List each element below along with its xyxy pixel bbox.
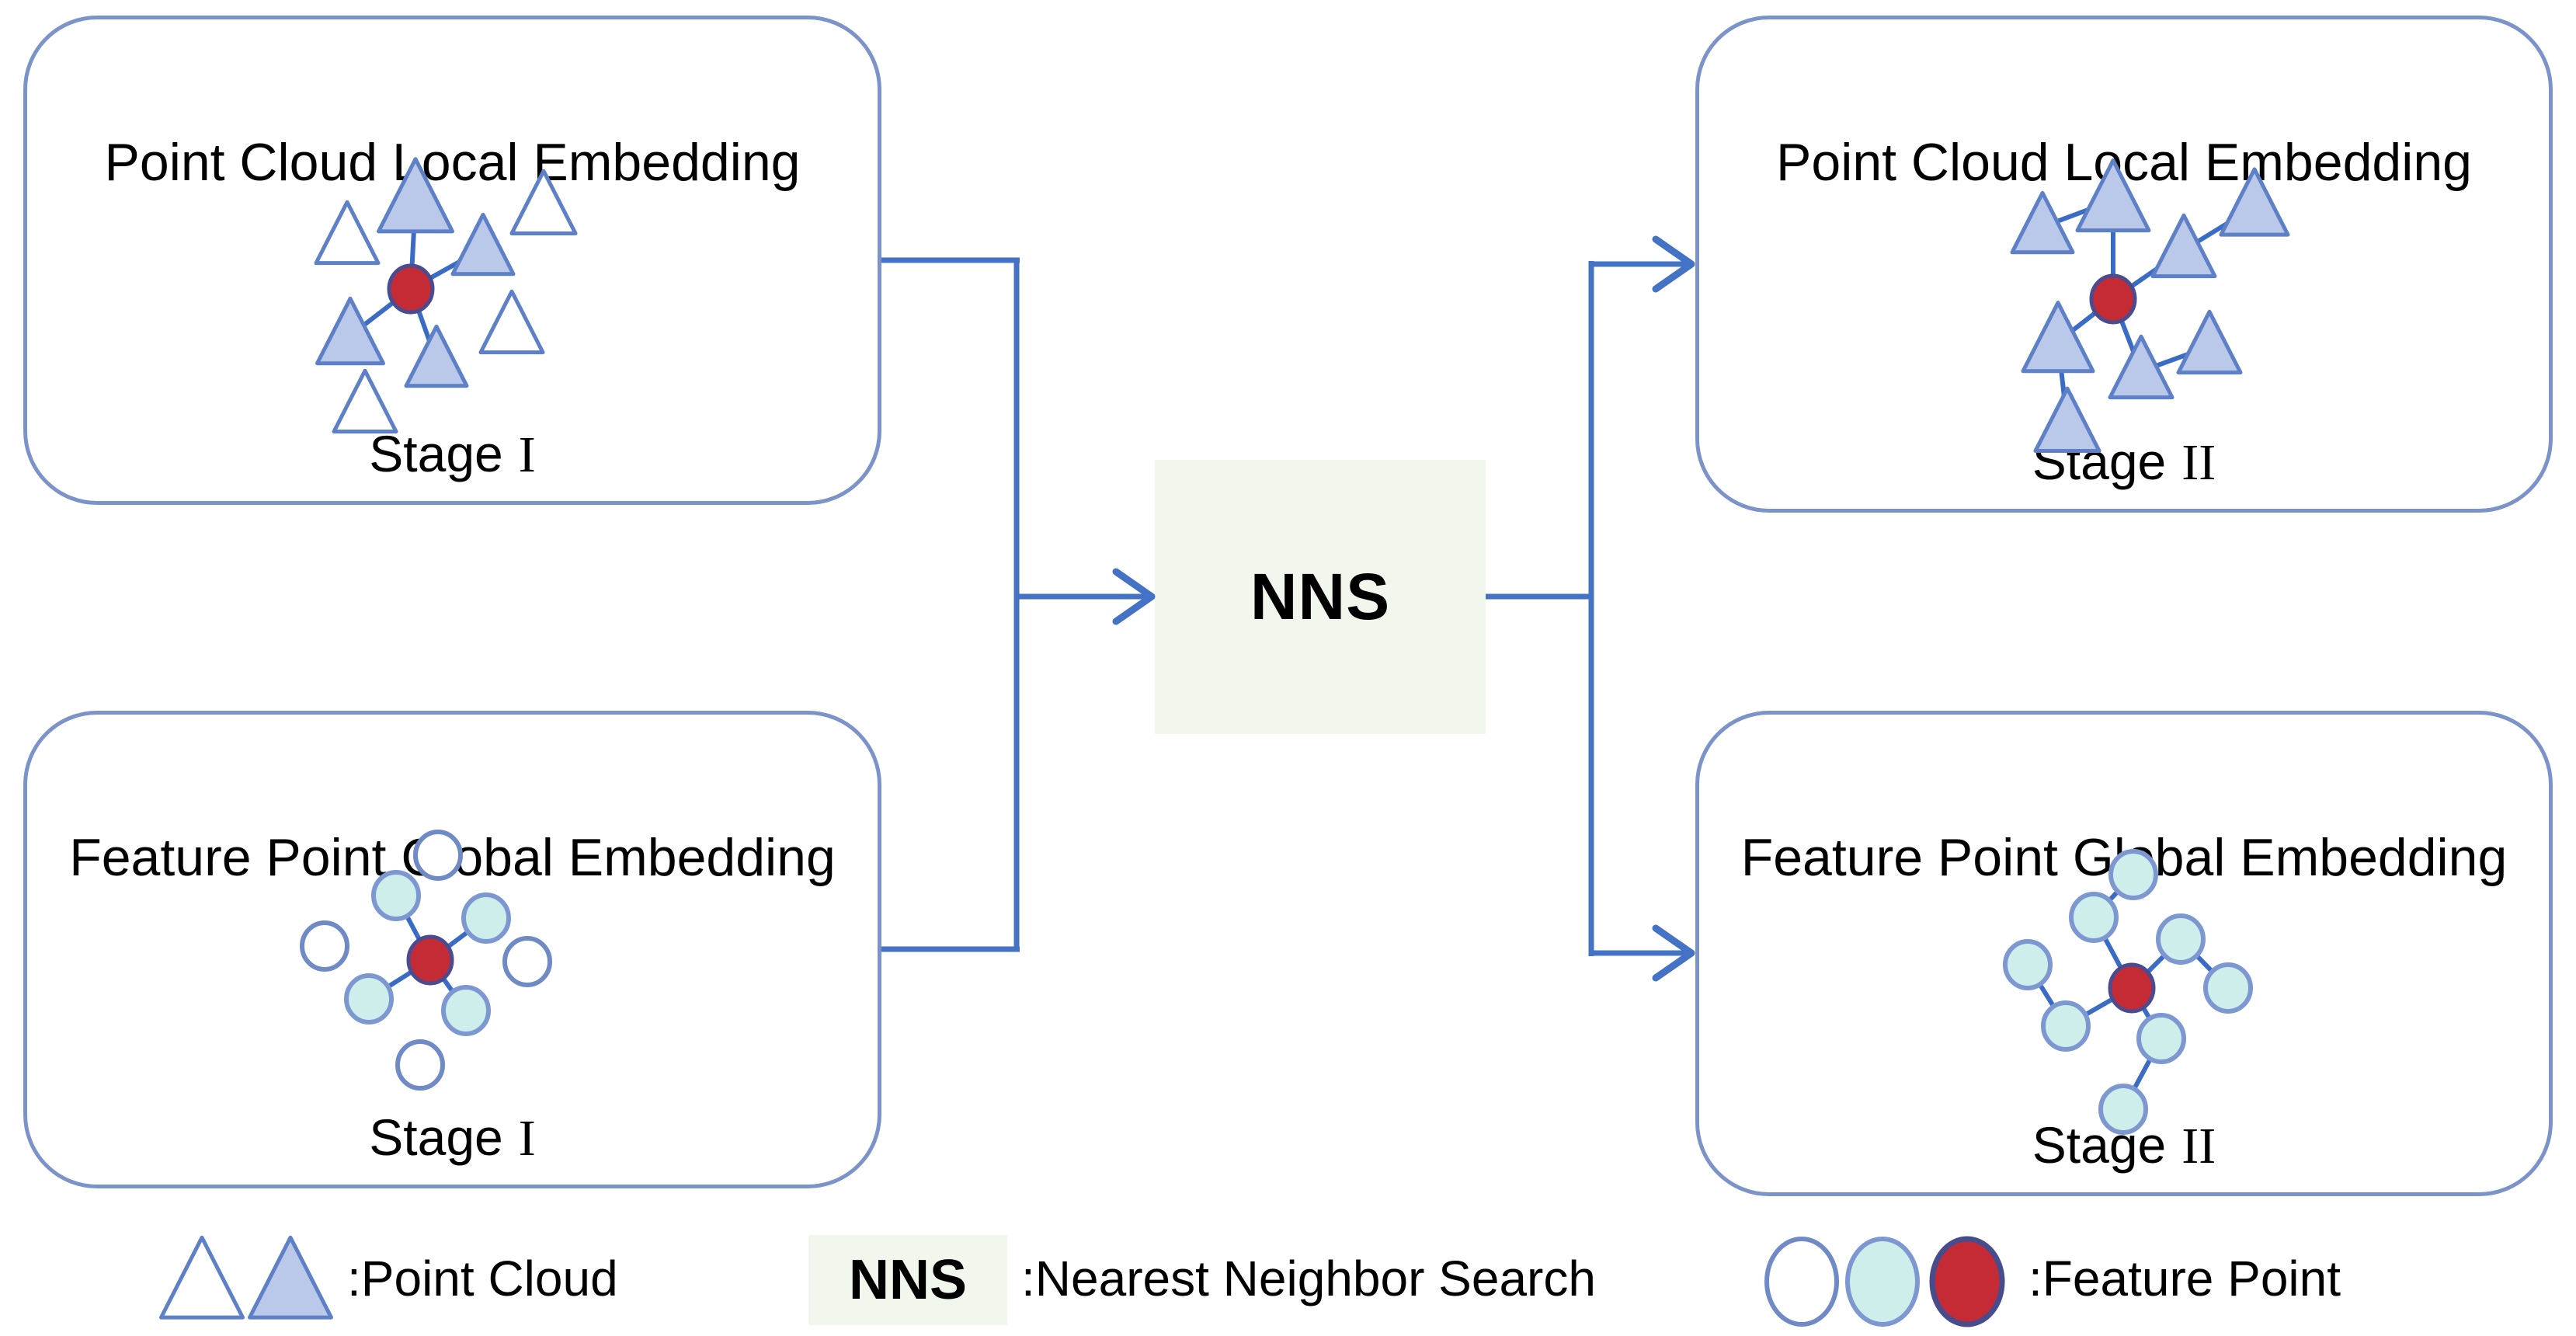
legend-feature-point-label: :Feature Point: [2028, 1251, 2341, 1306]
panel-title: Feature Point Global Embedding: [1740, 828, 2508, 887]
legend-red-circle: [1929, 1236, 2005, 1327]
stage-numeral: I: [518, 426, 536, 483]
stage-numeral: II: [2181, 1118, 2216, 1174]
connector-arrowhead-icon: [1112, 568, 1156, 625]
stage-prefix: Stage: [369, 425, 503, 482]
stage-label: Stage I: [27, 428, 878, 481]
panel-title: Feature Point Global Embedding: [69, 828, 836, 887]
stage-prefix: Stage: [369, 1108, 503, 1166]
legend-cyan-circle: [1845, 1237, 1920, 1327]
stage-prefix: Stage: [2032, 433, 2167, 490]
legend-point-cloud-label: :Point Cloud: [347, 1251, 618, 1306]
panel-point-cloud-local-embedding-stage1: Point Cloud Local Embedding Stage I: [23, 16, 881, 505]
connector-arrowhead-icon: [1652, 235, 1695, 293]
nns-process-box: NNS: [1155, 460, 1486, 734]
stage-numeral: II: [2181, 434, 2216, 491]
legend-filled-triangle: [248, 1235, 333, 1320]
legend-nns-box: NNS: [808, 1235, 1007, 1325]
legend-open-triangle: [159, 1235, 245, 1320]
legend-nns-description: :Nearest Neighbor Search: [1021, 1251, 1596, 1306]
legend-open-circle: [1764, 1237, 1839, 1327]
panel-title: Point Cloud Local Embedding: [1776, 133, 2472, 192]
stage-numeral: I: [518, 1110, 536, 1167]
panel-title: Point Cloud Local Embedding: [104, 133, 801, 192]
stage-prefix: Stage: [2032, 1116, 2167, 1174]
legend-nns-label: NNS: [848, 1249, 967, 1311]
connector-arrowhead-icon: [1652, 924, 1695, 982]
nns-process-label: NNS: [1250, 560, 1391, 633]
